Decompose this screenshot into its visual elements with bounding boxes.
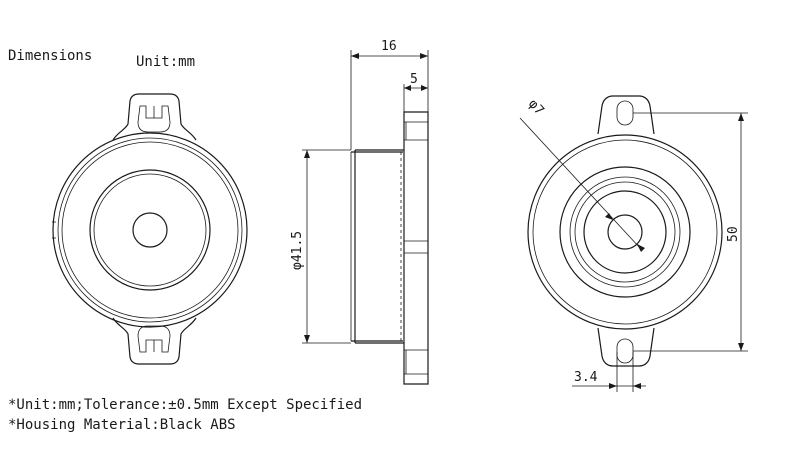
back-outer-ring [527, 134, 723, 330]
dim-16-arrow-right [420, 53, 428, 59]
front-top-slot [137, 105, 171, 133]
dim-7-arrow-2 [637, 244, 645, 252]
dim-7-leader [519, 117, 641, 249]
dim-415-arrow-top [304, 150, 310, 158]
note-material: *Housing Material:Black ABS [8, 417, 236, 433]
front-middle-ring-2 [93, 173, 207, 287]
front-bottom-ear [112, 317, 197, 365]
dim-5-label: 5 [410, 72, 418, 87]
dim-34-arrow-right [633, 383, 641, 389]
back-center-hole [607, 214, 643, 250]
dim-50-arrow-top [738, 113, 744, 121]
dim-50-arrow-bottom [738, 343, 744, 351]
back-bottom-ear [597, 327, 655, 367]
dim-34-label: 3.4 [574, 370, 598, 385]
front-outer-ring-3 [61, 141, 239, 319]
dim-415-arrow-bottom [304, 335, 310, 343]
side-view: 16 5 φ41.5 [290, 39, 429, 385]
back-outer-ring-2 [532, 139, 718, 325]
front-outer-ring-2 [57, 137, 243, 323]
dim-16-label: 16 [381, 39, 397, 54]
front-outer-ring [52, 132, 248, 328]
back-bottom-slot [616, 338, 634, 364]
dim-50-label: 50 [726, 226, 741, 242]
back-ring-4 [569, 176, 681, 288]
side-flange [403, 111, 429, 385]
back-top-slot [616, 100, 634, 126]
front-sound-hole [132, 212, 168, 248]
front-top-ear [112, 93, 197, 141]
note-tolerance: *Unit:mm;Tolerance:±0.5mm Except Specifi… [8, 397, 362, 413]
dim-415-label: φ41.5 [290, 231, 305, 270]
back-top-ear [597, 95, 655, 135]
drawing-title: Dimensions [8, 48, 92, 64]
dim-16-arrow-left [351, 53, 359, 59]
dim-7-arrow-1 [605, 213, 613, 220]
front-bottom-slot [137, 325, 171, 353]
front-middle-ring [89, 169, 211, 291]
back-ring-3 [559, 166, 691, 298]
back-ring-6 [583, 190, 667, 274]
back-view: φ7 50 3.4 [519, 95, 748, 392]
dim-7-label: φ7 [525, 97, 547, 119]
back-ring-5 [574, 181, 676, 283]
dim-34-arrow-left [609, 383, 617, 389]
dim-5-arrow-right [421, 85, 428, 91]
unit-label: Unit:mm [136, 54, 195, 70]
dim-5-arrow-left [404, 85, 411, 91]
front-view [52, 93, 248, 365]
